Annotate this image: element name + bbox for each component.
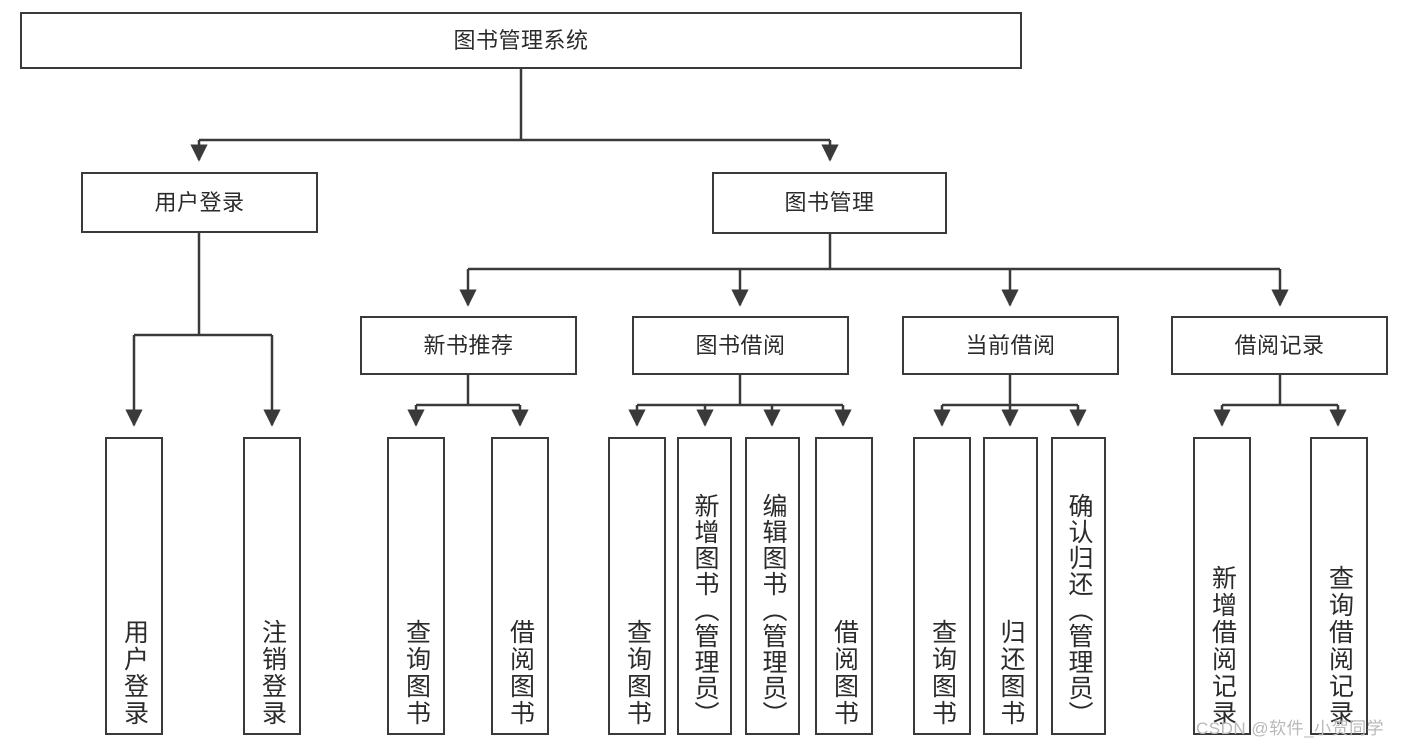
leaf-current-return-book[interactable]: 归还图书 xyxy=(983,437,1038,735)
node-current-borrow[interactable]: 当前借阅 xyxy=(902,316,1119,375)
leaf-current-query-book[interactable]: 查询图书 xyxy=(913,437,971,735)
leaf-borrow-query-book[interactable]: 查询图书 xyxy=(608,437,666,735)
node-root[interactable]: 图书管理系统 xyxy=(20,12,1022,69)
leaf-label: 确认归还（管理员） xyxy=(1065,493,1093,727)
leaf-borrow-edit-book-admin[interactable]: 编辑图书（管理员） xyxy=(745,437,800,735)
leaf-label: 查询图书 xyxy=(928,619,957,727)
leaf-label: 归还图书 xyxy=(997,619,1025,727)
leaf-label: 新增图书（管理员） xyxy=(691,493,719,727)
leaf-label: 查询图书 xyxy=(623,619,652,727)
leaf-new-book-borrow[interactable]: 借阅图书 xyxy=(491,437,549,735)
leaf-label: 借阅图书 xyxy=(830,619,859,727)
leaf-current-confirm-return-admin[interactable]: 确认归还（管理员） xyxy=(1051,437,1106,735)
leaf-label: 注销登录 xyxy=(258,619,287,727)
node-user-login[interactable]: 用户登录 xyxy=(81,172,318,233)
node-book-borrow-label: 图书借阅 xyxy=(695,332,786,358)
leaf-label: 用户登录 xyxy=(120,619,149,727)
leaf-label: 新增借阅记录 xyxy=(1208,565,1237,727)
leaf-record-add-record[interactable]: 新增借阅记录 xyxy=(1193,437,1251,735)
node-book-management[interactable]: 图书管理 xyxy=(712,172,947,234)
node-new-book-recommend-label: 新书推荐 xyxy=(423,332,514,358)
csdn-watermark: CSDN @软件_小贺同学 xyxy=(1196,719,1385,738)
node-new-book-recommend[interactable]: 新书推荐 xyxy=(360,316,577,375)
node-book-borrow[interactable]: 图书借阅 xyxy=(632,316,849,375)
leaf-label: 编辑图书（管理员） xyxy=(759,493,787,727)
node-borrow-record[interactable]: 借阅记录 xyxy=(1171,316,1388,375)
leaf-new-book-query[interactable]: 查询图书 xyxy=(387,437,445,735)
leaf-borrow-borrow-book[interactable]: 借阅图书 xyxy=(815,437,873,735)
leaf-record-query-record[interactable]: 查询借阅记录 xyxy=(1310,437,1368,735)
leaf-label: 查询图书 xyxy=(402,619,431,727)
node-current-borrow-label: 当前借阅 xyxy=(965,332,1056,358)
node-root-label: 图书管理系统 xyxy=(453,27,589,53)
leaf-user-login-logout[interactable]: 注销登录 xyxy=(243,437,301,735)
leaf-label: 查询借阅记录 xyxy=(1325,565,1354,727)
node-user-login-label: 用户登录 xyxy=(154,189,245,215)
leaf-borrow-add-book-admin[interactable]: 新增图书（管理员） xyxy=(677,437,732,735)
leaf-user-login-login[interactable]: 用户登录 xyxy=(105,437,163,735)
node-borrow-record-label: 借阅记录 xyxy=(1234,332,1325,358)
leaf-label: 借阅图书 xyxy=(506,619,535,727)
node-book-management-label: 图书管理 xyxy=(784,190,875,216)
